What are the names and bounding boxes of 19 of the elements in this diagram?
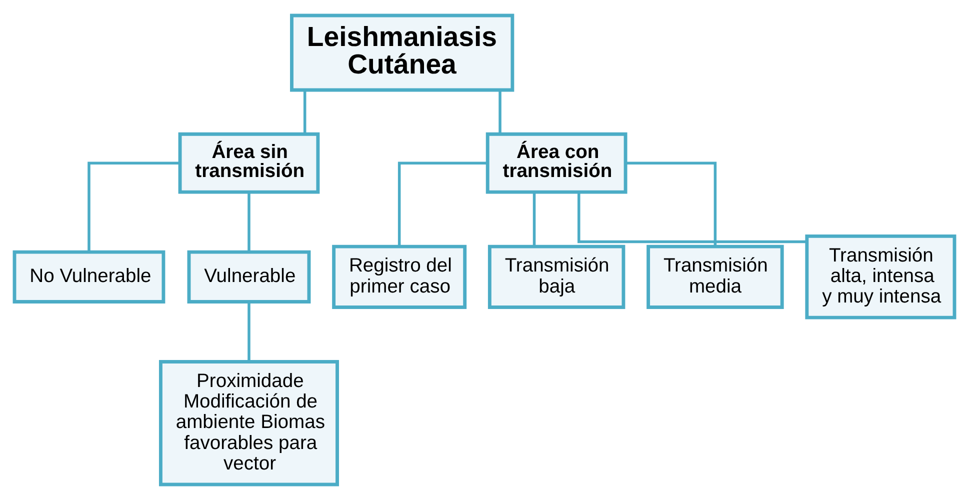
- node-box: Transmisión baja: [488, 244, 626, 308]
- node-box: Vulnerable: [187, 250, 311, 303]
- connector: [303, 90, 306, 134]
- connector: [248, 302, 250, 361]
- connector: [88, 161, 180, 252]
- connector: [578, 192, 807, 243]
- connector: [398, 161, 488, 246]
- connector: [532, 192, 536, 246]
- node-box: No Vulnerable: [12, 250, 166, 303]
- node-box: Área con transmisión: [486, 132, 628, 194]
- connector: [626, 161, 717, 246]
- node-box: Transmisión media: [646, 244, 784, 308]
- node-box: Proximidade Modificación de ambiente Biomas favorables para vector: [158, 360, 339, 486]
- node-box: Registro del primer caso: [332, 244, 467, 308]
- connector: [248, 192, 250, 252]
- connector: [498, 90, 502, 134]
- node-box: Leishmaniasis Cutánea: [290, 13, 514, 92]
- node-box: Transmisión alta, intensa y muy intensa: [805, 234, 956, 319]
- node-box: Área sin transmisión: [178, 132, 320, 194]
